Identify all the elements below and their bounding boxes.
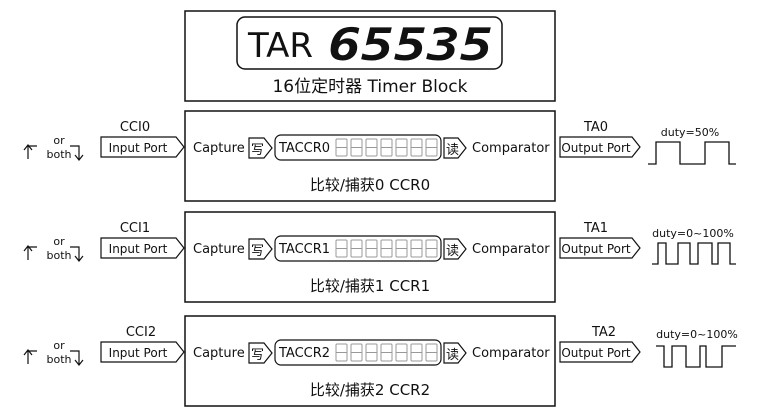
ccr-frame bbox=[184, 110, 556, 202]
read-label: 读 bbox=[446, 143, 459, 158]
taccr-register-box bbox=[274, 134, 442, 161]
input-signal-label: CCI2 bbox=[126, 325, 156, 340]
register-segment-display bbox=[335, 138, 438, 157]
input-port-label: Input Port bbox=[109, 242, 168, 256]
pwm-waveform bbox=[648, 141, 736, 165]
duty-label: duty=0~100% bbox=[656, 328, 738, 341]
counter-display bbox=[236, 16, 503, 70]
input-signal-label: CCI0 bbox=[120, 120, 150, 135]
channel-ccr1: or both CCI1 Input Port Capture 写 TACCR1… bbox=[23, 211, 736, 303]
read-label: 读 bbox=[446, 244, 459, 259]
channel-ccr2: or both CCI2 Input Port Capture 写 TACCR2… bbox=[23, 315, 738, 407]
read-label: 读 bbox=[446, 348, 459, 363]
counter-value: 65535 bbox=[328, 20, 493, 71]
comparator-label: Comparator bbox=[472, 242, 550, 257]
timer-caption: 16位定时器 Timer Block bbox=[272, 77, 467, 97]
falling-edge-icon bbox=[70, 246, 84, 262]
output-port-arrow bbox=[559, 136, 641, 158]
pwm-waveform bbox=[656, 345, 736, 368]
channel-ccr0: or both CCI0 Input Port Capture 写 TACCR0… bbox=[23, 110, 736, 202]
duty-label: duty=50% bbox=[661, 126, 719, 139]
ccr-caption: 比较/捕获1 CCR1 bbox=[310, 277, 430, 295]
rising-edge-icon bbox=[23, 245, 37, 260]
output-port-arrow bbox=[559, 237, 641, 259]
rising-edge-icon bbox=[23, 349, 37, 364]
timer-block-frame bbox=[184, 10, 556, 102]
write-label: 写 bbox=[251, 244, 264, 259]
edge-or-label: or bbox=[53, 134, 65, 147]
read-arrow bbox=[443, 342, 467, 364]
output-port-arrow bbox=[559, 341, 641, 363]
output-port-label: Output Port bbox=[561, 242, 631, 256]
edge-or-label: or bbox=[53, 339, 65, 352]
output-port-label: Output Port bbox=[561, 141, 631, 155]
falling-edge-icon bbox=[70, 350, 84, 366]
ccr-caption: 比较/捕获2 CCR2 bbox=[310, 381, 430, 399]
comparator-label: Comparator bbox=[472, 346, 550, 361]
read-arrow bbox=[443, 137, 467, 159]
edge-or-label: or bbox=[53, 235, 65, 248]
write-label: 写 bbox=[251, 143, 264, 158]
falling-edge-icon bbox=[70, 145, 84, 161]
capture-label: Capture bbox=[193, 141, 245, 156]
input-port-label: Input Port bbox=[109, 346, 168, 360]
taccr-register-label: TACCR1 bbox=[278, 242, 330, 257]
register-segment-display bbox=[335, 343, 438, 362]
ccr-caption: 比较/捕获0 CCR0 bbox=[310, 176, 430, 194]
output-port-label: Output Port bbox=[561, 346, 631, 360]
input-port-arrow bbox=[100, 136, 185, 158]
taccr-register-label: TACCR2 bbox=[278, 346, 330, 361]
input-signal-label: CCI1 bbox=[120, 221, 150, 236]
output-signal-label: TA2 bbox=[591, 325, 616, 340]
capture-label: Capture bbox=[193, 346, 245, 361]
comparator-label: Comparator bbox=[472, 141, 550, 156]
ccr-frame bbox=[184, 315, 556, 407]
taccr-register-box bbox=[274, 235, 442, 262]
write-arrow bbox=[248, 238, 273, 260]
tar-label: TAR bbox=[247, 26, 313, 66]
input-port-arrow bbox=[100, 341, 185, 363]
edge-both-label: both bbox=[47, 249, 72, 262]
edge-both-label: both bbox=[47, 148, 72, 161]
taccr-register-label: TACCR0 bbox=[278, 141, 330, 156]
output-signal-label: TA1 bbox=[583, 221, 608, 236]
taccr-register-box bbox=[274, 339, 442, 366]
read-arrow bbox=[443, 238, 467, 260]
edge-both-label: both bbox=[47, 353, 72, 366]
input-port-arrow bbox=[100, 237, 185, 259]
duty-label: duty=0~100% bbox=[652, 227, 734, 240]
ccr-frame bbox=[184, 211, 556, 303]
timer-block: TAR 65535 16位定时器 Timer Block bbox=[184, 10, 556, 102]
write-arrow bbox=[248, 137, 273, 159]
capture-label: Capture bbox=[193, 242, 245, 257]
write-label: 写 bbox=[251, 348, 264, 363]
rising-edge-icon bbox=[23, 144, 37, 159]
output-signal-label: TA0 bbox=[583, 120, 608, 135]
input-port-label: Input Port bbox=[109, 141, 168, 155]
register-segment-display bbox=[335, 239, 438, 258]
pwm-waveform bbox=[652, 242, 736, 265]
write-arrow bbox=[248, 342, 273, 364]
